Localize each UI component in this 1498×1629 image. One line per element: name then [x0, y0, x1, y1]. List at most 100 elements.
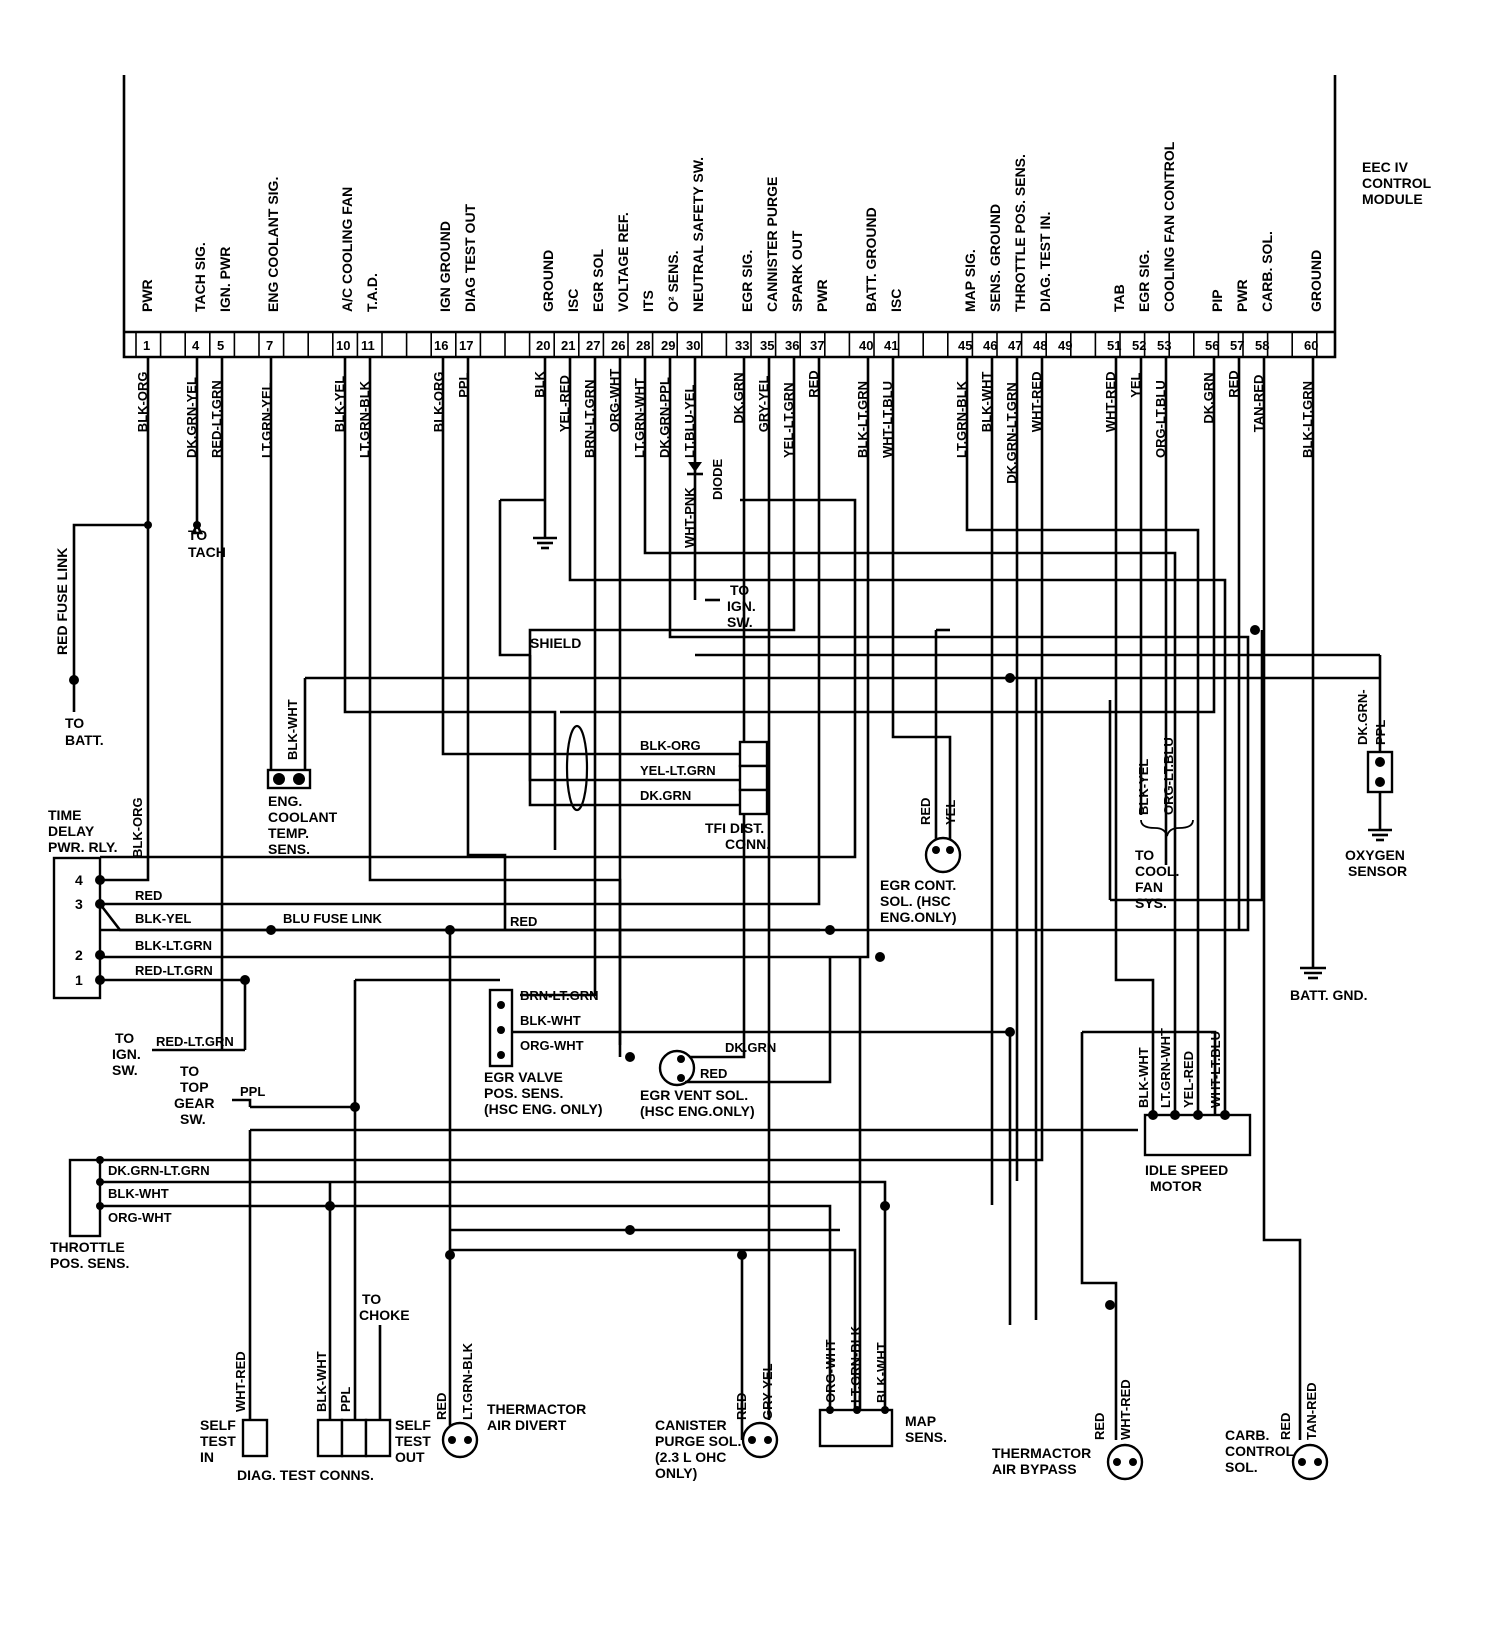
map-wire-label: ORG-WHT [823, 1339, 838, 1403]
module-pin-number: 41 [884, 338, 898, 353]
ground-icon [533, 523, 557, 550]
eng-coolant-label: ENG. [268, 793, 302, 809]
to-cool-label: TO [1135, 847, 1154, 863]
to-tach-label: TACH [188, 544, 226, 560]
diag-wire-label: PPL [338, 1387, 353, 1412]
tps-label: POS. SENS. [50, 1255, 129, 1271]
tfi-label: TFI DIST. [705, 820, 764, 836]
module-function-label: IGN. PWR [217, 247, 233, 312]
module-pin-number: 1 [143, 338, 150, 353]
carb-label: CARB. [1225, 1427, 1269, 1443]
module-pin-number: 53 [1157, 338, 1171, 353]
ppl-gear-label: PPL [240, 1084, 265, 1099]
relay-pin-3: 3 [75, 896, 83, 912]
egr-vent-wire-label: DK.GRN [725, 1040, 776, 1055]
self-test-in-label: TEST [200, 1433, 236, 1449]
module-pin-number: 29 [661, 338, 675, 353]
to-tach-label: TO [188, 527, 207, 543]
module-function-label: GROUND [540, 250, 556, 312]
therm-byp-label: AIR BYPASS [992, 1461, 1077, 1477]
module-wire-color-label: DK.GRN-YEL [184, 377, 199, 458]
module-function-label: VOLTAGE REF. [615, 212, 631, 312]
to-ign-sw-center-label: IGN. [727, 598, 756, 614]
oxy-wire-label: DK.GRN- [1355, 689, 1370, 745]
module-wire-color-label: WHT-LT.BLU [880, 381, 895, 458]
egr-valve-label: POS. SENS. [484, 1085, 563, 1101]
egr-vent-solenoid: DK.GRN RED EGR VENT SOL. (HSC ENG.ONLY) [640, 957, 832, 1119]
module-wire-color-label: DK.GRN-PPL [657, 377, 672, 458]
cool-wire-label: ORG-LT.BLU [1161, 737, 1176, 815]
module-wire-color-label: WHT-RED [1103, 372, 1118, 433]
therm-byp-wire-label: RED [1092, 1413, 1107, 1440]
map-wire-label: BLK-WHT [874, 1342, 889, 1403]
module-function-label: BATT. GROUND [863, 207, 879, 312]
module-wire-color-label: BLK-YEL [332, 376, 347, 432]
ground-symbols [533, 523, 1392, 980]
module-function-label: DIAG TEST OUT [462, 203, 478, 312]
egr-valve-label: (HSC ENG. ONLY) [484, 1101, 603, 1117]
module-wire-color-label: BRN-LT.GRN [582, 380, 597, 458]
tfi-wire-label: BLK-ORG [640, 738, 701, 753]
module-pin-number: 60 [1304, 338, 1318, 353]
module-function-label: T.A.D. [364, 273, 380, 312]
tps-wire-label: ORG-WHT [108, 1210, 172, 1225]
carb-wire-label: RED [1278, 1413, 1293, 1440]
module-pin-number: 49 [1058, 338, 1072, 353]
module-wire-color-label: ORG-LT.BLU [1153, 380, 1168, 458]
eng-coolant-label: SENS. [268, 841, 310, 857]
ground-icon [1300, 957, 1326, 980]
time-delay-label: DELAY [48, 823, 95, 839]
module-function-label: A/C COOLING FAN [339, 187, 355, 312]
canister-label: CANISTER [655, 1417, 727, 1433]
isc-wire-label: WHT-LT.BLU [1208, 1031, 1223, 1108]
module-function-label: NEUTRAL SAFETY SW. [690, 157, 706, 312]
red-ltgrn-ign-label: RED-LT.GRN [156, 1034, 234, 1049]
relay-pin-4: 4 [75, 872, 83, 888]
cooling-fan-connection: BLK-YEL ORG-LT.BLU TO COOL. FAN SYS. [1135, 737, 1194, 911]
module-pin-number: 20 [536, 338, 550, 353]
carb-control-solenoid: RED TAN-RED CARB. CONTROL SOL. [1225, 1382, 1329, 1481]
module-function-label: GROUND [1308, 250, 1324, 312]
egr-control-solenoid: RED YEL EGR CONT. SOL. (HSC ENG.ONLY) [880, 798, 962, 925]
tfi-distributor-connector: BLK-ORG YEL-LT.GRN DK.GRN TFI DIST. CONN… [640, 738, 770, 852]
module-pin-number: 33 [735, 338, 749, 353]
idle-speed-label: IDLE SPEED [1145, 1162, 1228, 1178]
egr-valve-wire-label: ORG-WHT [520, 1038, 584, 1053]
egr-cont-wire-label: RED [918, 798, 933, 825]
oxygen-sensor-label: OXYGEN [1345, 847, 1405, 863]
canister-wire-label: RED [734, 1393, 749, 1420]
module-wire-color-label: RED-LT.GRN [209, 380, 224, 458]
blu-fuse-link-label: BLU FUSE LINK [283, 911, 383, 926]
relay-red2-label: RED [510, 914, 537, 929]
module-function-label: TACH SIG. [192, 242, 208, 312]
map-sensor: ORG-WHT LT.GRN-BLK BLK-WHT MAP SENS. [818, 1325, 947, 1448]
to-cool-label: SYS. [1135, 895, 1167, 911]
to-ign-sw-label: IGN. [112, 1046, 141, 1062]
module-pin-number: 56 [1205, 338, 1219, 353]
module-wire-color-label: RED [1226, 370, 1241, 397]
module-function-label: ISC [565, 289, 581, 312]
time-delay-label: TIME [48, 807, 81, 823]
self-test-in-label: SELF [200, 1417, 236, 1433]
module-wire-color-label: YEL-RED [557, 375, 572, 432]
module-function-label: COOLING FAN CONTROL [1161, 141, 1177, 312]
module-pin-number: 7 [266, 338, 273, 353]
canister-label: PURGE SOL. [655, 1433, 741, 1449]
to-top-gear-label: SW. [180, 1111, 206, 1127]
self-test-in-label: IN [200, 1449, 214, 1465]
module-pin-number: 36 [785, 338, 799, 353]
tps-wire-label: DK.GRN-LT.GRN [108, 1163, 210, 1178]
diag-conns-label: DIAG. TEST CONNS. [237, 1467, 374, 1483]
module-wire-color-label: YEL [1128, 372, 1143, 397]
module-pin-number: 10 [336, 338, 350, 353]
module-wire-color-label: BLK [532, 370, 547, 397]
module-pin-number: 30 [686, 338, 700, 353]
module-pin-number: 28 [636, 338, 650, 353]
module-wire-color-label: LT.GRN-WHT [632, 378, 647, 458]
relay-red-ltgrn-label: RED-LT.GRN [135, 963, 213, 978]
module-function-label: ITS [640, 290, 656, 312]
oxygen-sensor-label: SENSOR [1348, 863, 1407, 879]
to-batt-label: TO [65, 715, 84, 731]
